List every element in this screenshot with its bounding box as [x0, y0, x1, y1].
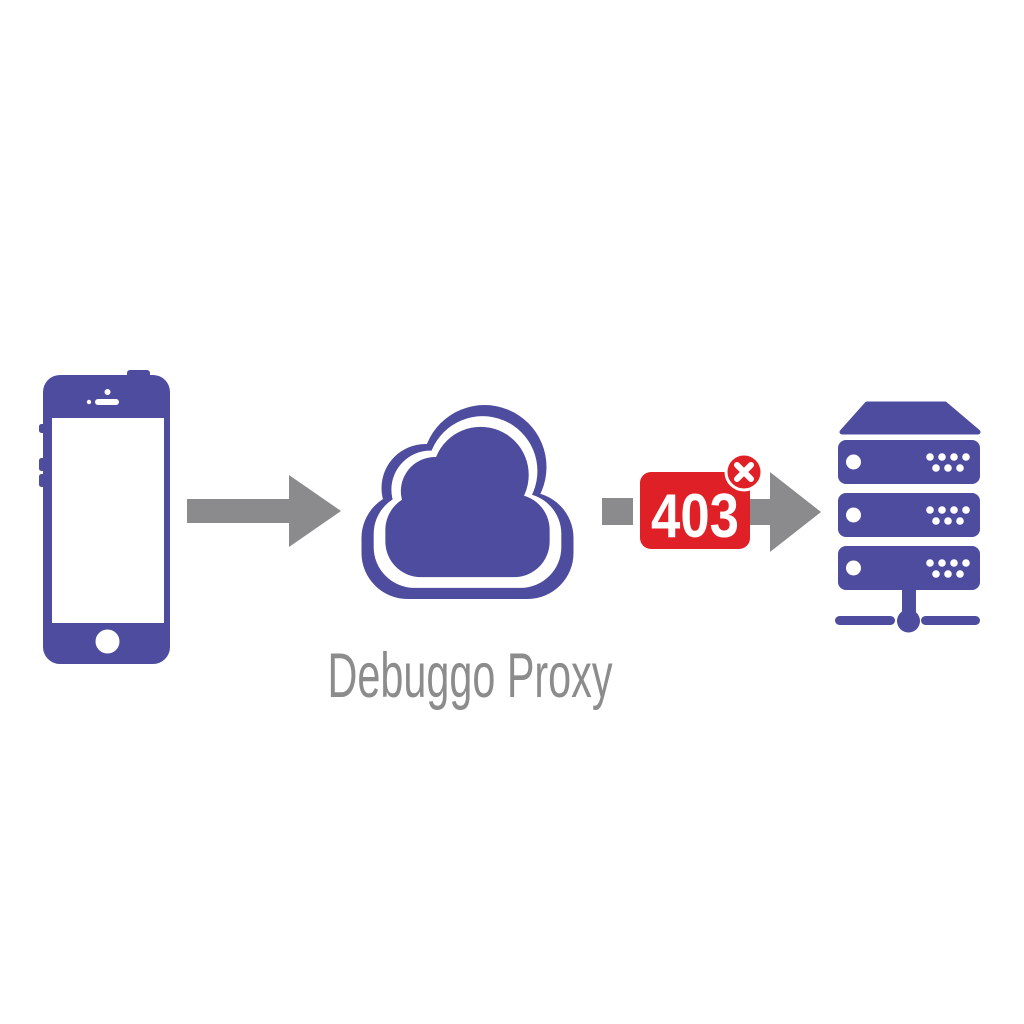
- server-vent-dots: [926, 559, 970, 578]
- server-led: [846, 560, 861, 576]
- arrow-shaft: [750, 499, 772, 525]
- x-icon: [734, 462, 754, 482]
- server-led: [846, 507, 861, 523]
- error-code-text: 403: [651, 482, 739, 551]
- phone-camera-dot: [104, 389, 111, 395]
- smartphone-icon: [39, 370, 170, 664]
- right-arrow-icon: [187, 475, 341, 547]
- server-vent-dots: [926, 453, 970, 472]
- server-rack-unit: [838, 546, 980, 590]
- arrow-head: [770, 472, 821, 552]
- arrow-head: [289, 475, 341, 547]
- error-badge-box: [640, 472, 750, 549]
- phone-sensor-dot: [86, 399, 92, 405]
- server-rack-unit: [838, 440, 980, 484]
- server-stack-icon: [835, 401, 981, 633]
- arrow-shaft: [187, 499, 291, 523]
- phone-screen: [52, 418, 164, 623]
- server-led: [846, 454, 861, 470]
- server-network-stem: [902, 588, 916, 612]
- server-vent-dots: [926, 506, 970, 525]
- error-badge: 403: [640, 452, 764, 551]
- phone-speaker-slot: [95, 399, 119, 405]
- server-cable-left: [835, 616, 895, 625]
- server-top-cover: [839, 401, 981, 435]
- arrow-dash-segment: [602, 498, 633, 525]
- server-network-node: [897, 609, 920, 633]
- server-cable-right: [921, 616, 980, 625]
- right-arrow-blocked-icon: [602, 472, 821, 552]
- phone-home-button: [95, 629, 120, 654]
- server-rack-unit: [838, 493, 980, 537]
- proxy-label: Debuggo Proxy: [328, 641, 613, 711]
